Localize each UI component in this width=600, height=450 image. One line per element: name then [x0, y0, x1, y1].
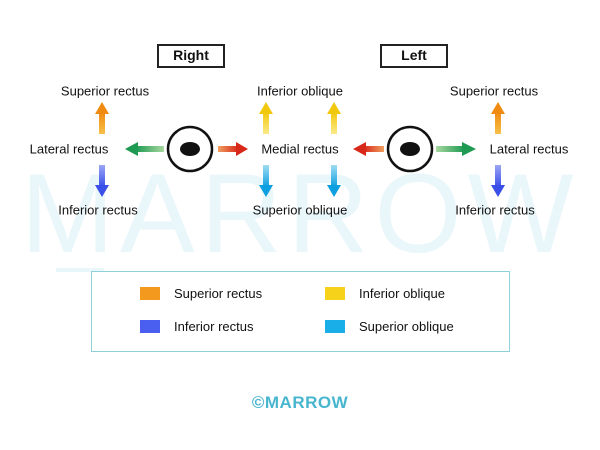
legend-swatch-inferior-oblique	[325, 287, 345, 300]
right-inferior-rectus-arrow	[95, 165, 109, 197]
left-inferior-oblique-arrow	[327, 102, 341, 134]
right-lateral-rectus-label: Lateral rectus	[29, 141, 109, 157]
right-superior-rectus-label: Superior rectus	[60, 83, 150, 99]
right-pupil	[180, 142, 200, 156]
right-title: Right	[157, 44, 225, 68]
left-superior-rectus-arrow	[491, 102, 505, 134]
left-superior-rectus-label: Superior rectus	[449, 83, 539, 99]
left-pupil	[400, 142, 420, 156]
medial-rectus-label: Medial rectus	[261, 141, 339, 157]
left-title: Left	[380, 44, 448, 68]
right-lateral-rectus-arrow	[125, 142, 164, 156]
left-medial-rectus-arrow	[353, 142, 384, 156]
right-inferior-oblique-arrow	[259, 102, 273, 134]
legend-item: Superior rectus	[140, 286, 262, 301]
inferior-oblique-label: Inferior oblique	[257, 83, 343, 99]
right-superior-rectus-arrow	[95, 102, 109, 134]
left-lateral-rectus-label: Lateral rectus	[489, 141, 569, 157]
left-inferior-rectus-label: Inferior rectus	[455, 202, 535, 218]
legend-swatch-superior-oblique	[325, 320, 345, 333]
legend-item: Inferior rectus	[140, 319, 253, 334]
legend-item: Inferior oblique	[325, 286, 445, 301]
right-inferior-rectus-label: Inferior rectus	[58, 202, 138, 218]
legend-label: Superior oblique	[359, 319, 454, 334]
legend-swatch-superior-rectus	[140, 287, 160, 300]
copyright-logo: ©MARROW	[251, 393, 349, 412]
right-superior-oblique-arrow	[259, 165, 273, 197]
legend: Superior rectus Inferior oblique Inferio…	[91, 271, 510, 352]
superior-oblique-label: Superior oblique	[252, 202, 348, 218]
legend-swatch-inferior-rectus	[140, 320, 160, 333]
legend-label: Superior rectus	[174, 286, 263, 301]
left-superior-oblique-arrow	[327, 165, 341, 197]
watermark-text: MARROW	[21, 151, 580, 276]
legend-label: Inferior rectus	[174, 319, 254, 334]
legend-item: Superior oblique	[325, 319, 454, 334]
legend-label: Inferior oblique	[359, 286, 445, 301]
left-inferior-rectus-arrow	[491, 165, 505, 197]
watermark-underline	[56, 268, 104, 272]
right-medial-rectus-arrow	[218, 142, 248, 156]
left-lateral-rectus-arrow	[436, 142, 476, 156]
